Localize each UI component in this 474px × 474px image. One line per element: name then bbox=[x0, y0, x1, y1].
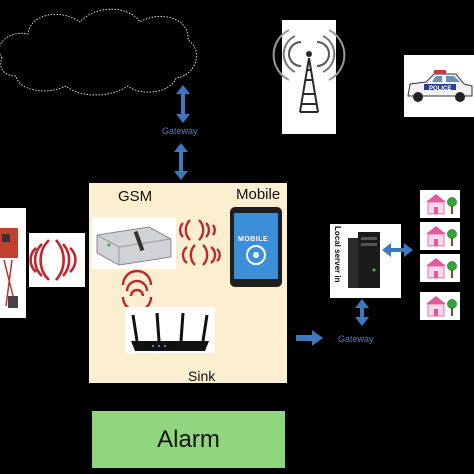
server-label: Local server in bbox=[333, 226, 342, 283]
mobile-label: Mobile bbox=[236, 186, 281, 203]
house-icon bbox=[420, 254, 460, 282]
sink-label: Sink bbox=[188, 368, 216, 384]
server-icon bbox=[348, 232, 380, 288]
gateway-top-label: Gateway bbox=[162, 126, 198, 136]
cloud-icon bbox=[0, 8, 197, 96]
police-label: POLICE bbox=[429, 86, 452, 92]
wifi-router-icon bbox=[125, 307, 215, 353]
police-car-icon bbox=[407, 70, 473, 102]
server-gateway-arrow bbox=[355, 299, 369, 326]
sink-panel-contents bbox=[92, 207, 282, 353]
tower-card bbox=[282, 20, 336, 134]
signal-waves-gsm-icon bbox=[178, 219, 221, 266]
house-icon bbox=[420, 222, 460, 250]
gateway-right-label: Gateway bbox=[338, 334, 374, 344]
alarm-box: Alarm bbox=[92, 411, 285, 468]
signal-waves-sink-icon bbox=[121, 269, 153, 313]
gsm-modem-icon bbox=[92, 217, 176, 269]
server-houses-arrow bbox=[382, 243, 413, 257]
house-icon bbox=[420, 292, 460, 320]
sink-to-gateway-arrow bbox=[296, 330, 323, 346]
mobile-screen-label: MOBILE bbox=[238, 236, 269, 243]
signal-waves-left-icon bbox=[29, 239, 77, 281]
gateway-top-arrow-upper bbox=[176, 85, 190, 123]
gateway-top-arrow-lower bbox=[174, 143, 188, 180]
gsm-label: GSM bbox=[118, 188, 153, 205]
mobile-phone-icon bbox=[230, 207, 282, 287]
radio-tower-icon bbox=[272, 29, 346, 113]
sensor-board-icon bbox=[0, 228, 18, 308]
house-icon bbox=[420, 190, 460, 218]
